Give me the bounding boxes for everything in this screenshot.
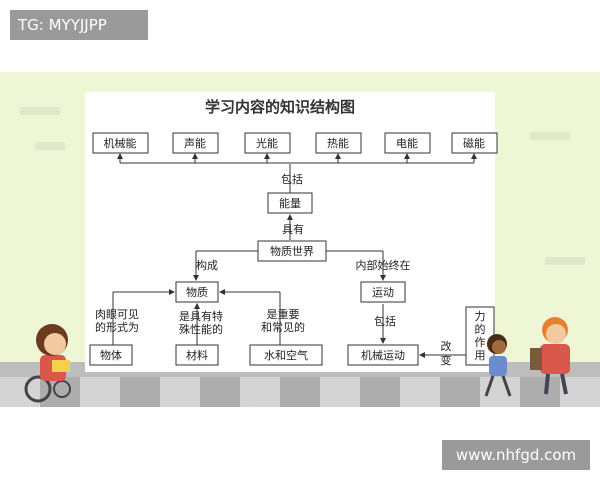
label-important-common-1: 是重要: [267, 307, 300, 321]
label-special-properties-2: 殊性能的: [179, 322, 223, 336]
node-motion: 运动: [372, 286, 394, 299]
energy-sound: 声能: [184, 136, 206, 150]
label-visible-forms-1: 肉眼可见: [95, 308, 139, 321]
node-energy: 能量: [279, 196, 301, 210]
cloud-shape: [530, 132, 570, 140]
top-energies: 机械能 声能 光能 热能 电能 磁能: [92, 132, 498, 154]
tag-label: TG: MYYJJPP: [10, 10, 148, 40]
road-stripes: [0, 377, 600, 407]
kid-right-illustration: [484, 317, 570, 397]
kid-left-illustration: [24, 324, 71, 403]
node-material-world: 物质世界: [270, 244, 314, 258]
cloud-shape: [545, 257, 585, 265]
force-char-1: 力: [475, 310, 486, 323]
diagram-title: 学习内容的知识结构图: [205, 98, 355, 116]
label-includes: 包括: [374, 314, 396, 328]
energy-mechanical: 机械能: [104, 136, 137, 150]
label-internal-motion: 内部始终在: [356, 258, 411, 272]
node-object: 物体: [100, 348, 122, 362]
label-special-properties-1: 是具有特: [179, 309, 223, 323]
node-matter: 物质: [186, 285, 208, 299]
label-change-1: 改: [441, 339, 452, 353]
energy-heat: 热能: [327, 136, 349, 150]
energy-electric: 电能: [396, 136, 418, 150]
node-water-air: 水和空气: [264, 348, 308, 362]
force-char-4: 用: [475, 349, 486, 362]
energy-magnetic: 磁能: [463, 136, 485, 150]
force-char-3: 作: [475, 336, 486, 349]
node-material: 材料: [186, 348, 208, 362]
force-char-2: 的: [475, 322, 486, 336]
cloud-shape: [35, 142, 65, 150]
watermark: www.nhfgd.com: [442, 440, 590, 470]
energy-light: 光能: [256, 136, 278, 150]
label-contains-energy: 包括: [281, 172, 303, 186]
label-visible-forms-2: 的形式为: [95, 320, 139, 334]
label-important-common-2: 和常见的: [261, 320, 305, 334]
label-change-2: 变: [441, 353, 452, 367]
label-composes: 构成: [196, 258, 218, 272]
node-mechanical-motion: 机械运动: [361, 348, 405, 362]
label-has: 具有: [282, 222, 304, 236]
cloud-shape: [20, 107, 60, 115]
